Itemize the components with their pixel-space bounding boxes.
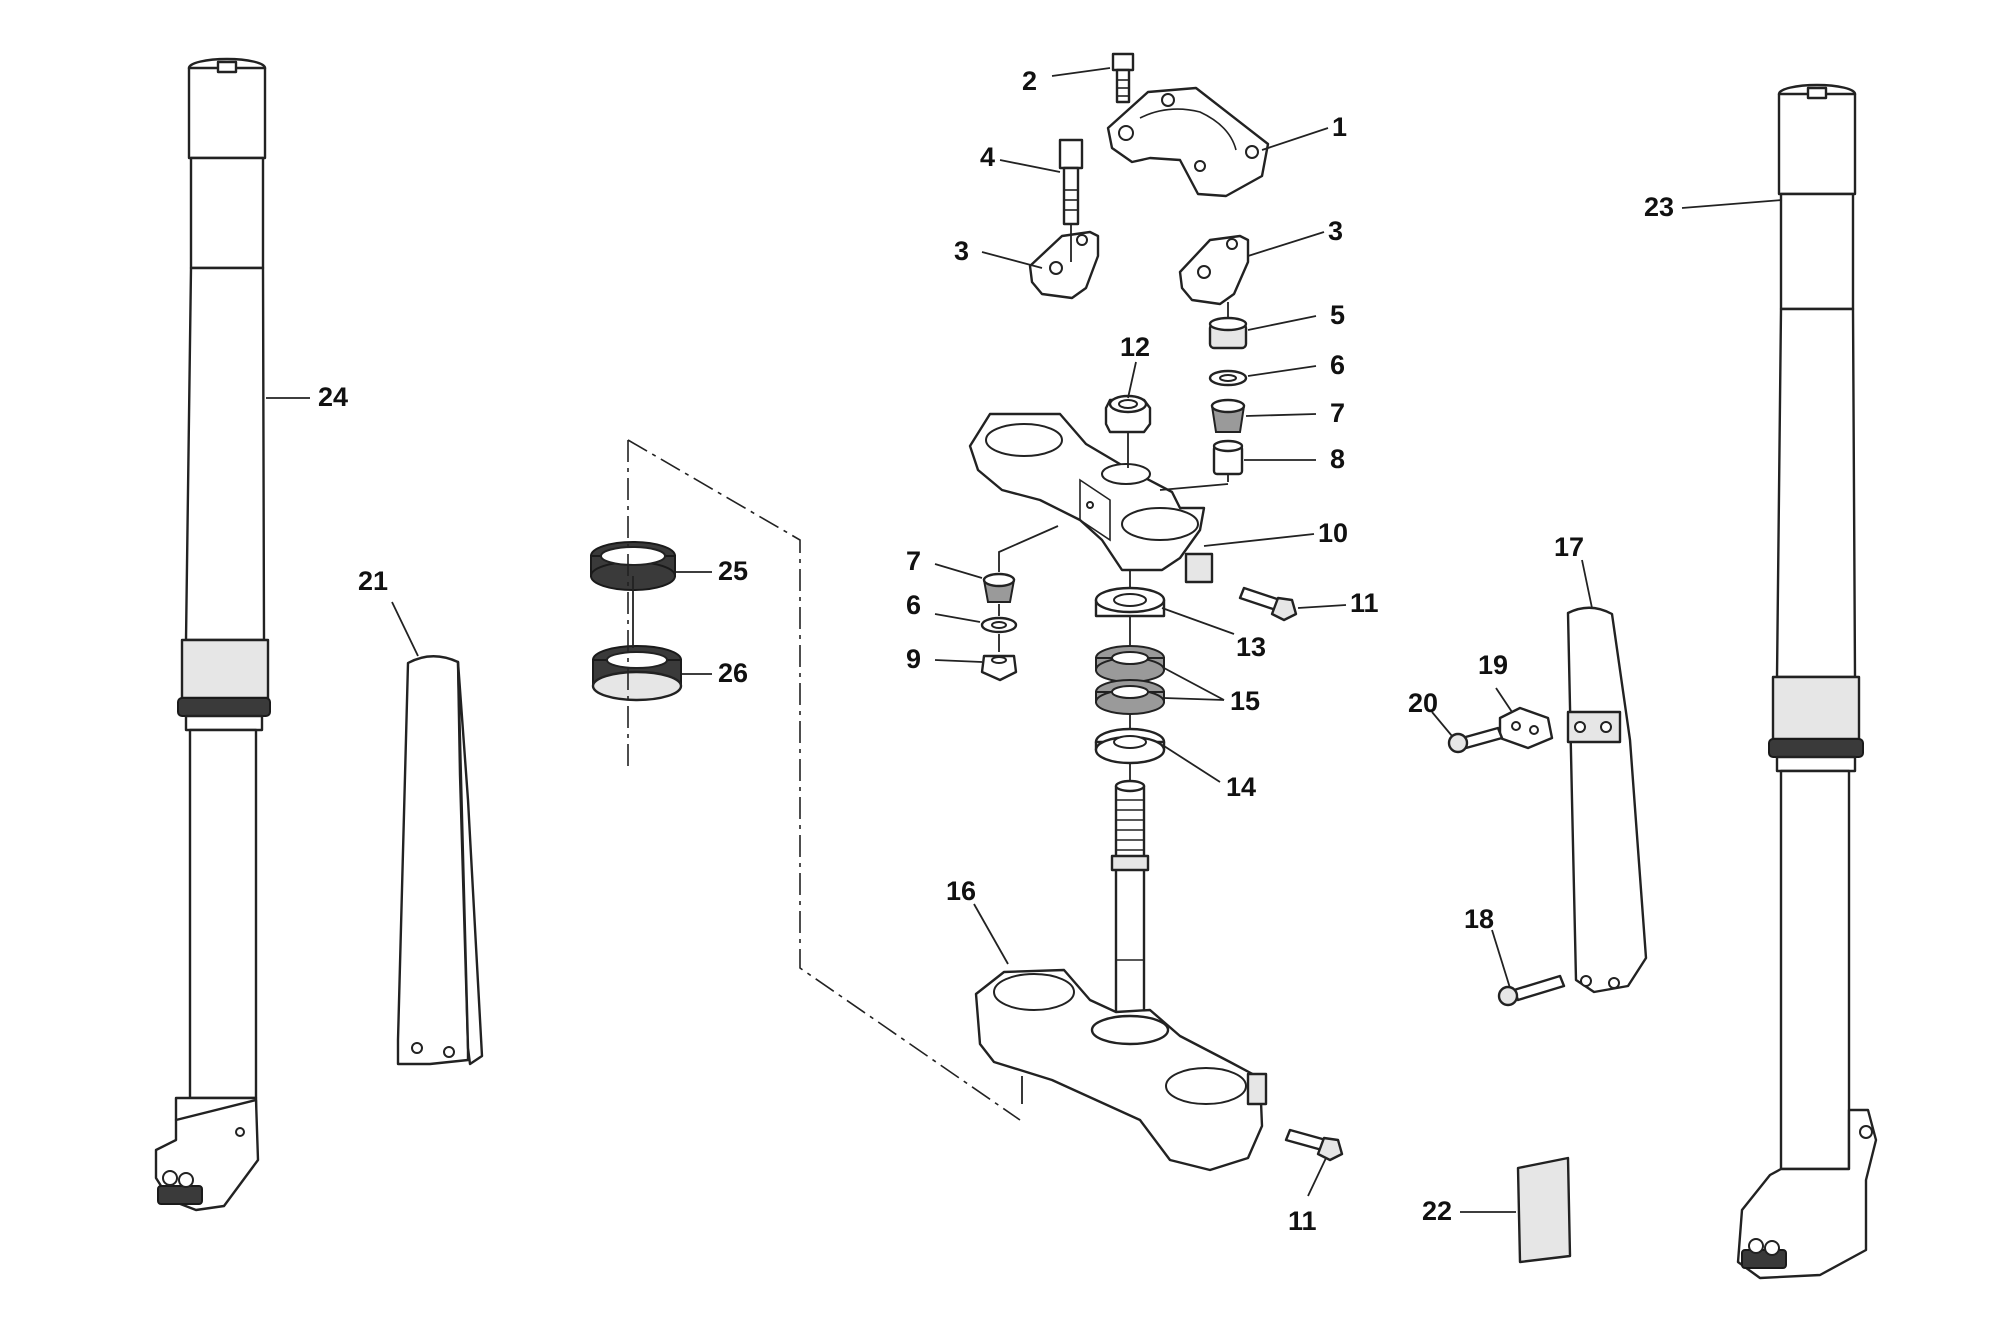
riser-bush-5 xyxy=(1208,316,1248,350)
riser-spacer-8 xyxy=(1212,439,1244,476)
callout-24: 24 xyxy=(318,382,348,412)
clamp-bolt-2 xyxy=(1111,52,1135,104)
callout-3-left: 3 xyxy=(954,236,969,266)
bearing-adjust-nut-13 xyxy=(1094,586,1166,618)
stem-nut-12 xyxy=(1104,394,1152,434)
handlebar-riser-left xyxy=(1028,230,1100,300)
callout-17: 17 xyxy=(1554,532,1584,562)
riser-rubber-7-lower xyxy=(982,572,1016,603)
callout-20: 20 xyxy=(1408,688,1438,718)
callout-9: 9 xyxy=(906,644,921,674)
callout-5: 5 xyxy=(1330,300,1345,330)
callout-18: 18 xyxy=(1464,904,1494,934)
pinch-bolt-11-lower xyxy=(1284,1128,1344,1162)
callout-4: 4 xyxy=(980,142,995,172)
callout-22: 22 xyxy=(1422,1196,1452,1226)
clip-screw xyxy=(1447,726,1504,754)
assembly-lines xyxy=(627,224,1229,1121)
callout-26: 26 xyxy=(718,658,748,688)
callout-10: 10 xyxy=(1318,518,1348,548)
callout-1: 1 xyxy=(1332,112,1347,142)
handlebar-clamp-top xyxy=(1106,86,1270,198)
riser-washer-6-lower xyxy=(980,616,1018,634)
callout-12: 12 xyxy=(1120,332,1150,362)
leader-lines xyxy=(266,67,1783,1213)
guard-screw xyxy=(1497,974,1566,1007)
callout-8: 8 xyxy=(1330,444,1345,474)
callout-2: 2 xyxy=(1022,66,1037,96)
steering-head-bearing-26 xyxy=(591,645,683,702)
callout-6-left: 6 xyxy=(906,590,921,620)
fork-leg-right xyxy=(1736,83,1878,1280)
callout-11-lower: 11 xyxy=(1288,1206,1317,1236)
steering-bearing-15 xyxy=(1095,645,1165,715)
pinch-bolt-11-upper xyxy=(1238,586,1298,622)
callout-19: 19 xyxy=(1478,650,1508,680)
callout-15: 15 xyxy=(1230,686,1260,716)
handlebar-riser-right xyxy=(1178,234,1250,306)
callout-13: 13 xyxy=(1236,632,1266,662)
fork-guard-left xyxy=(396,655,484,1066)
riser-rubber-7 xyxy=(1210,398,1246,433)
fork-leg-left xyxy=(154,57,271,1212)
fork-decal-22 xyxy=(1516,1156,1572,1264)
dust-seal-14 xyxy=(1094,727,1166,765)
callout-14: 14 xyxy=(1226,772,1256,802)
riser-nut-9 xyxy=(980,654,1018,682)
upper-triple-clamp xyxy=(968,412,1214,584)
steering-head-bearing-25 xyxy=(590,541,676,591)
guard-clip xyxy=(1498,706,1554,750)
fork-guard-right xyxy=(1566,606,1648,994)
callout-25: 25 xyxy=(718,556,748,586)
lower-triple-clamp-stem xyxy=(974,779,1268,1172)
callout-7-left: 7 xyxy=(906,546,921,576)
callout-11-upper: 11 xyxy=(1350,588,1379,618)
callout-23: 23 xyxy=(1644,192,1674,222)
riser-bolt-4 xyxy=(1058,138,1084,226)
callout-labels: 1 2 3 3 4 5 6 6 7 7 8 9 10 11 11 12 13 1… xyxy=(318,66,1674,1236)
callout-6-right: 6 xyxy=(1330,350,1345,380)
callout-16: 16 xyxy=(946,876,976,906)
callout-21: 21 xyxy=(358,566,388,596)
riser-washer-6 xyxy=(1208,369,1248,387)
callout-7-right: 7 xyxy=(1330,398,1345,428)
callout-3-right: 3 xyxy=(1328,216,1343,246)
